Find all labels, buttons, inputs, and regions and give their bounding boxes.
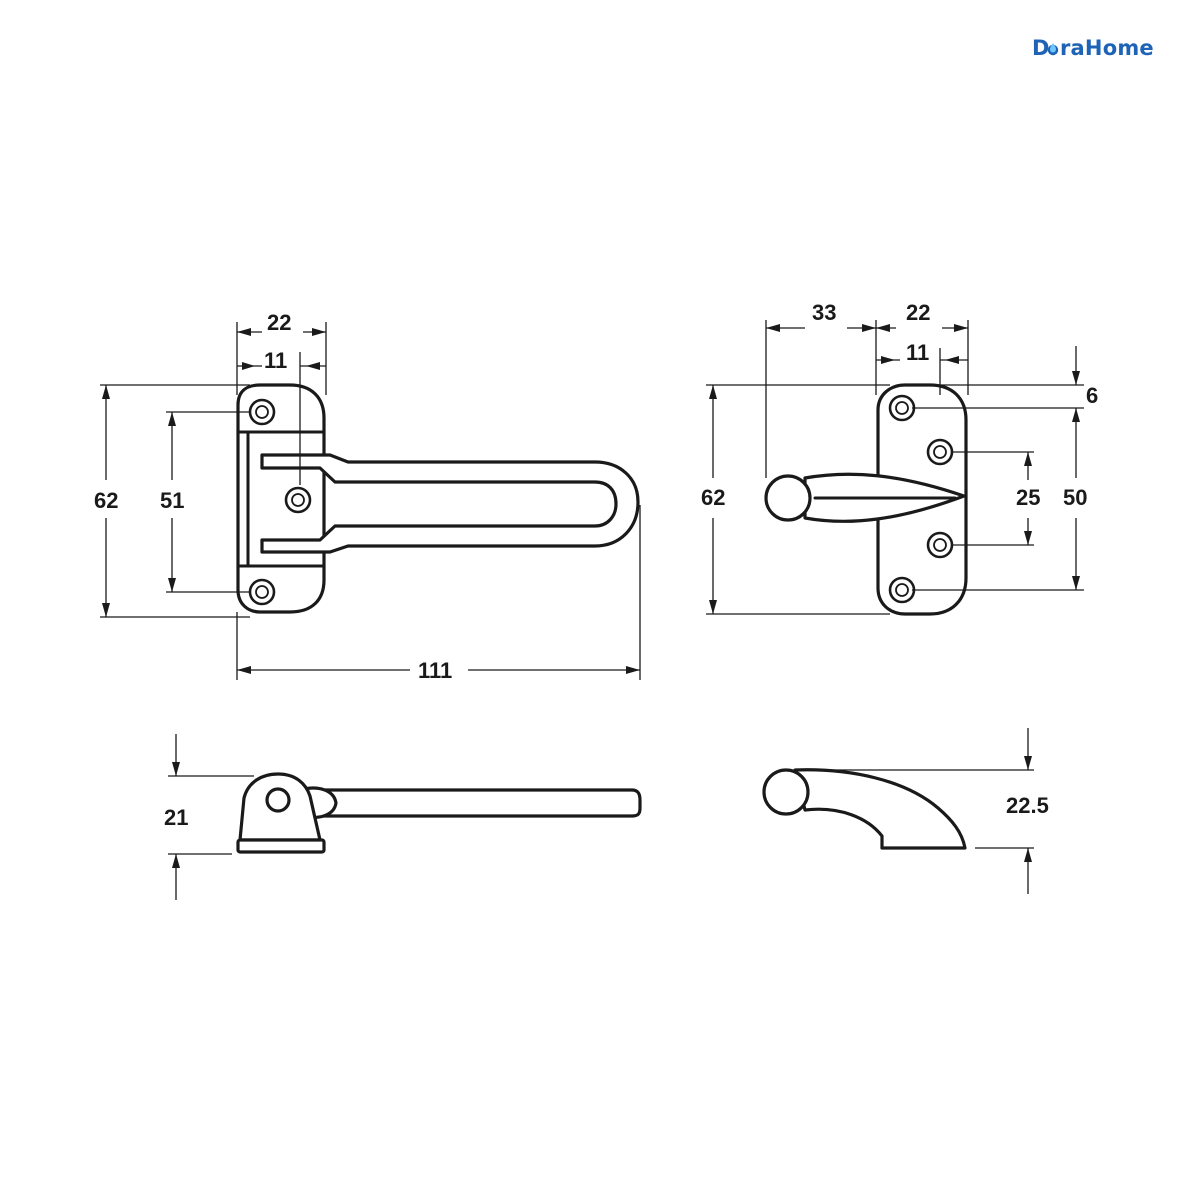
arrow-head	[306, 362, 320, 370]
arrow-head	[862, 324, 876, 332]
arrow-head	[237, 328, 251, 336]
arrow-head	[1024, 756, 1032, 770]
screw-hole	[933, 445, 947, 459]
arrow-head	[945, 356, 959, 364]
arrow-head	[312, 328, 326, 336]
front-view-right: 33 22 11 62 6 50	[701, 300, 1098, 616]
arm-rod	[308, 788, 642, 818]
screw-hole	[933, 538, 947, 552]
dim-label: 62	[701, 485, 725, 510]
arrow-head	[954, 324, 968, 332]
dim-label: 11	[906, 340, 929, 365]
u-arm	[260, 453, 640, 554]
screw-hole	[895, 583, 909, 597]
arrow-head	[1072, 371, 1080, 385]
arrow-head	[709, 385, 717, 399]
arrow-head	[626, 666, 640, 674]
arrow-head	[172, 762, 180, 776]
screw-hole	[291, 493, 305, 507]
curved-arm	[793, 768, 967, 850]
dim-label: 51	[160, 488, 184, 513]
arrow-head	[168, 578, 176, 592]
base-foot	[236, 838, 326, 854]
knob	[764, 474, 812, 522]
dim-label: 25	[1016, 485, 1040, 510]
logo-text-start: D	[1032, 36, 1050, 60]
dim-label: 6	[1086, 383, 1098, 408]
dorahome-logo: D raHome	[1000, 30, 1180, 70]
screw-hole	[255, 405, 269, 419]
logo-text-end: raHome	[1060, 36, 1154, 60]
dim-label: 22	[267, 310, 291, 335]
arrow-head	[1024, 848, 1032, 862]
arrow-head	[1072, 576, 1080, 590]
arrow-head	[1072, 408, 1080, 422]
base-plate-left	[236, 383, 326, 614]
arrow-head	[237, 666, 251, 674]
water-drop-icon	[1047, 43, 1059, 56]
knob-side	[762, 768, 810, 816]
dim-label: 62	[94, 488, 118, 513]
arrow-head	[1024, 531, 1032, 545]
arrow-head	[709, 600, 717, 614]
dim-label: 50	[1063, 485, 1087, 510]
pivot	[265, 787, 291, 813]
side-view-left: 21	[164, 734, 642, 900]
front-view-left: 22 11 62 51 111	[94, 310, 641, 683]
dim-label: 33	[812, 300, 836, 325]
arrow-head	[876, 324, 890, 332]
arrow-head	[1024, 452, 1032, 466]
screw-hole	[255, 585, 269, 599]
arrow-head	[102, 385, 110, 399]
side-view-right: 22.5	[762, 728, 1049, 894]
arrow-head	[102, 603, 110, 617]
arrow-head	[172, 854, 180, 868]
arrow-head	[168, 412, 176, 426]
dim-label: 22	[906, 300, 930, 325]
dim-label: 111	[418, 658, 452, 683]
arrow-head	[242, 362, 255, 370]
arrow-head	[766, 324, 780, 332]
arrow-head	[881, 356, 895, 364]
dim-label: 21	[164, 805, 188, 830]
screw-hole	[895, 401, 909, 415]
dim-label: 11	[264, 348, 287, 373]
dim-label: 22.5	[1006, 793, 1049, 818]
